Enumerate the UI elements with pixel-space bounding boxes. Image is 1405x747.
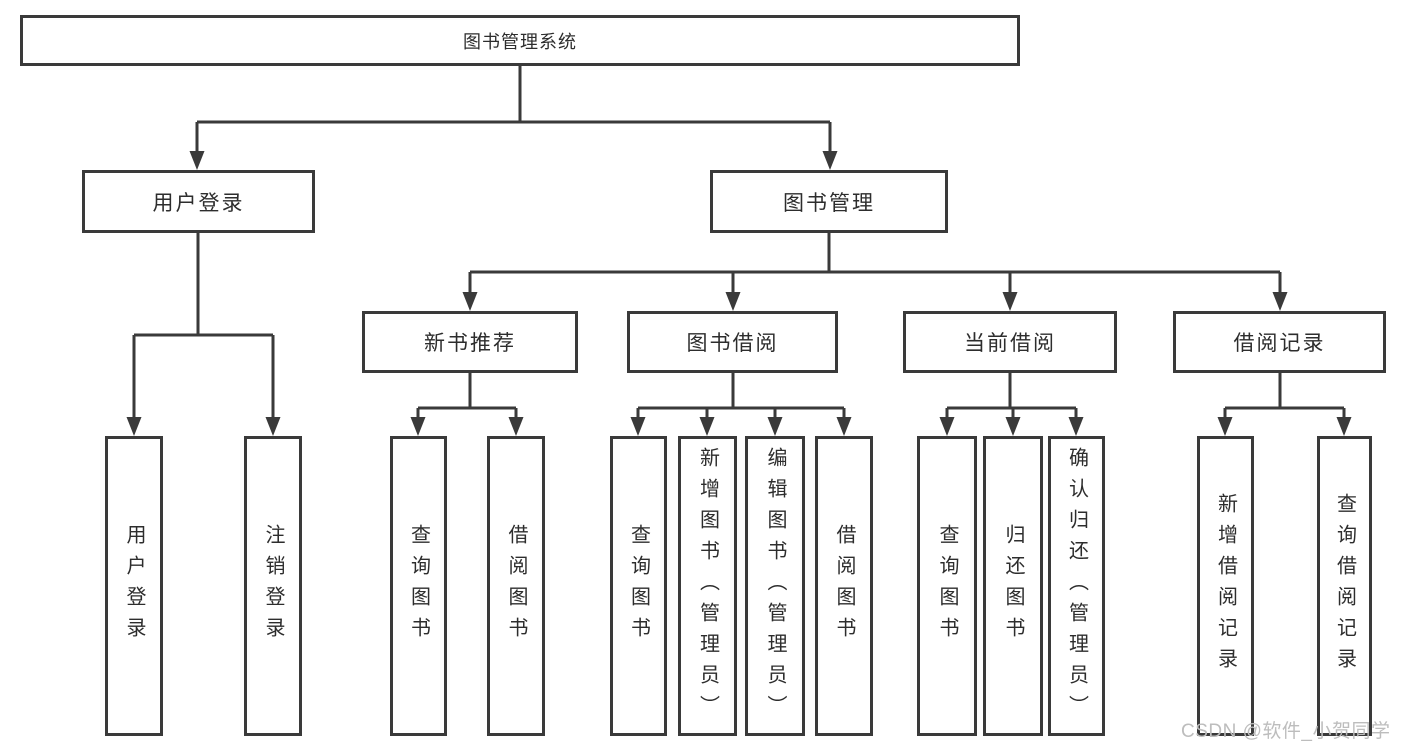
arrowhead-down-icon bbox=[265, 417, 281, 436]
leaf-add-borrow-record: 新增借阅记录 bbox=[1197, 436, 1254, 736]
leaf-label: 查询图书 bbox=[627, 524, 650, 648]
connector-root-to-level2 bbox=[195, 66, 832, 154]
arrowhead-down-icon bbox=[508, 417, 524, 436]
arrowhead-down-icon bbox=[822, 151, 838, 170]
connector-userlogin-to-leaves bbox=[132, 233, 275, 420]
leaf-edit-book-admin: 编辑图书（管理员） bbox=[745, 436, 805, 736]
leaf-label: 查询图书 bbox=[407, 524, 430, 648]
node-book-borrow: 图书借阅 bbox=[627, 311, 838, 373]
leaf-query-borrow-record: 查询借阅记录 bbox=[1317, 436, 1372, 736]
arrowhead-down-icon bbox=[462, 292, 478, 311]
leaf-label: 编辑图书（管理员） bbox=[764, 446, 786, 726]
leaf-label: 用户登录 bbox=[123, 524, 145, 648]
arrowhead-down-icon bbox=[410, 417, 426, 436]
connector-borrow-to-leaves bbox=[636, 373, 846, 420]
arrowhead-down-icon bbox=[725, 292, 741, 311]
arrowhead-down-icon bbox=[1217, 417, 1233, 436]
leaf-query-books-recommend: 查询图书 bbox=[390, 436, 447, 736]
leaf-query-books-current: 查询图书 bbox=[917, 436, 977, 736]
leaf-logout: 注销登录 bbox=[244, 436, 302, 736]
csdn-watermark: CSDN @软件_小贺同学 bbox=[1181, 721, 1391, 742]
node-borrow-records: 借阅记录 bbox=[1173, 311, 1386, 373]
leaf-label: 查询借阅记录 bbox=[1333, 493, 1356, 679]
node-library-system: 图书管理系统 bbox=[20, 15, 1020, 66]
arrowhead-down-icon bbox=[126, 417, 142, 436]
leaf-label: 注销登录 bbox=[262, 524, 284, 648]
leaf-add-book-admin: 新增图书（管理员） bbox=[678, 436, 737, 736]
node-book-management: 图书管理 bbox=[710, 170, 948, 233]
arrowhead-down-icon bbox=[699, 417, 715, 436]
leaf-borrow-books: 借阅图书 bbox=[815, 436, 873, 736]
leaf-user-login: 用户登录 bbox=[105, 436, 163, 736]
arrowhead-down-icon bbox=[767, 417, 783, 436]
leaf-label: 借阅图书 bbox=[833, 524, 855, 648]
leaf-label: 借阅图书 bbox=[505, 524, 527, 648]
arrowhead-down-icon bbox=[1068, 417, 1084, 436]
connector-newbook-to-leaves bbox=[416, 373, 518, 420]
leaf-label: 新增图书（管理员） bbox=[696, 446, 719, 726]
node-user-login: 用户登录 bbox=[82, 170, 315, 233]
arrowhead-down-icon bbox=[1272, 292, 1288, 311]
arrowhead-down-icon bbox=[1005, 417, 1021, 436]
leaf-confirm-return-admin: 确认归还（管理员） bbox=[1048, 436, 1105, 736]
arrowhead-down-icon bbox=[1336, 417, 1352, 436]
node-new-book-recommend: 新书推荐 bbox=[362, 311, 578, 373]
arrowhead-down-icon bbox=[939, 417, 955, 436]
leaf-query-books-borrow: 查询图书 bbox=[610, 436, 667, 736]
arrowhead-down-icon bbox=[630, 417, 646, 436]
leaf-borrow-books-recommend: 借阅图书 bbox=[487, 436, 545, 736]
leaf-label: 新增借阅记录 bbox=[1214, 493, 1237, 679]
arrowhead-down-icon bbox=[189, 151, 205, 170]
leaf-label: 确认归还（管理员） bbox=[1065, 446, 1088, 726]
leaf-return-book: 归还图书 bbox=[983, 436, 1043, 736]
connector-current-to-leaves bbox=[945, 373, 1078, 420]
connector-records-to-leaves bbox=[1223, 373, 1346, 420]
leaf-label: 查询图书 bbox=[936, 524, 958, 648]
leaf-label: 归还图书 bbox=[1002, 524, 1024, 648]
node-current-borrow: 当前借阅 bbox=[903, 311, 1117, 373]
connector-bookmgmt-to-level3 bbox=[468, 233, 1282, 295]
arrowhead-down-icon bbox=[836, 417, 852, 436]
arrowhead-down-icon bbox=[1002, 292, 1018, 311]
